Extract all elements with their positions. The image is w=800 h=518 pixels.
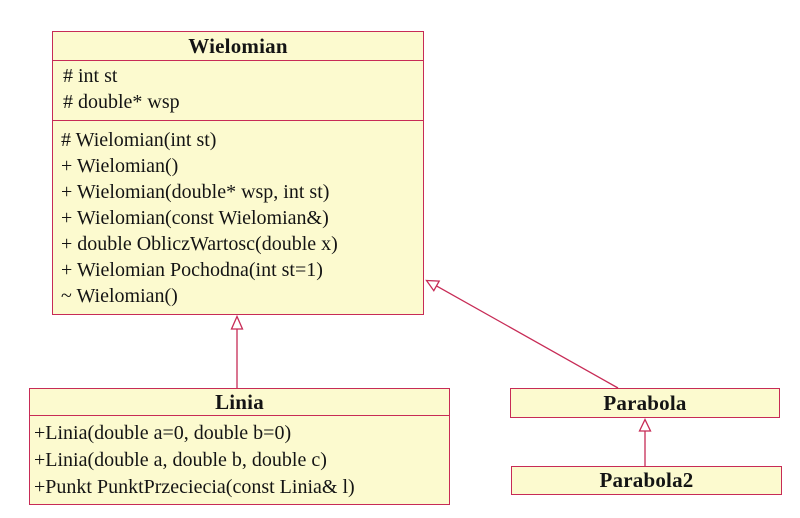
edge-line	[436, 285, 619, 389]
inheritance-arrow-parabola-to-wielomian	[425, 279, 619, 389]
class-wielomian-methods: # Wielomian(int st) + Wielomian() + Wiel…	[53, 121, 423, 314]
class-parabola: Parabola	[510, 388, 780, 418]
class-wielomian: Wielomian # int st # double* wsp # Wielo…	[52, 31, 424, 315]
method: + Wielomian(const Wielomian&)	[61, 207, 329, 229]
method: ~ Wielomian()	[61, 285, 178, 307]
attribute: # double* wsp	[63, 91, 180, 113]
method: + double ObliczWartosc(double x)	[61, 233, 338, 255]
inheritance-arrow-parabola2-to-parabola	[638, 417, 652, 467]
method: +Linia(double a=0, double b=0)	[34, 422, 292, 444]
class-parabola2-title: Parabola2	[599, 468, 694, 492]
class-linia-title: Linia	[30, 389, 449, 416]
method: + Wielomian()	[61, 155, 179, 177]
class-linia: Linia +Linia(double a=0, double b=0) +Li…	[29, 388, 450, 505]
class-parabola2: Parabola2	[511, 466, 782, 495]
hollow-triangle-arrowhead	[638, 417, 652, 432]
method: +Punkt PunktPrzeciecia(const Linia& l)	[34, 476, 355, 498]
method: +Linia(double a, double b, double c)	[34, 449, 327, 471]
class-parabola-title: Parabola	[603, 390, 687, 415]
class-wielomian-attributes: # int st # double* wsp	[53, 61, 423, 121]
hollow-triangle-arrowhead	[425, 279, 441, 292]
class-linia-methods: +Linia(double a=0, double b=0) +Linia(do…	[30, 416, 449, 504]
method: + Wielomian(double* wsp, int st)	[61, 181, 330, 203]
method: + Wielomian Pochodna(int st=1)	[61, 259, 323, 281]
hollow-triangle-arrowhead	[230, 314, 244, 330]
inheritance-arrow-linia-to-wielomian	[230, 314, 244, 388]
class-wielomian-title: Wielomian	[53, 32, 423, 61]
method: # Wielomian(int st)	[61, 129, 217, 151]
attribute: # int st	[63, 65, 118, 87]
